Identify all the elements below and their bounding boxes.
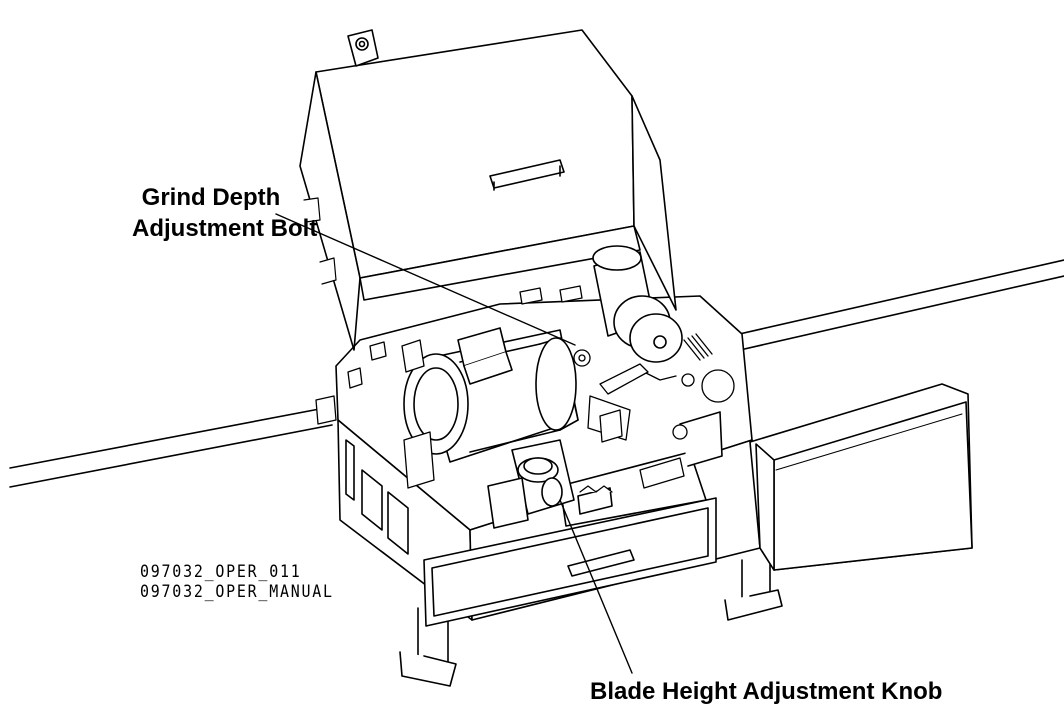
drawing-ref-line2: 097032_OPER_MANUAL bbox=[140, 582, 334, 602]
grind-depth-label-line1: Grind Depth bbox=[141, 184, 281, 211]
side-box bbox=[749, 383, 973, 571]
grinding-head bbox=[487, 439, 613, 529]
motor bbox=[403, 327, 579, 463]
drawing-reference: 097032_OPER_011 097032_OPER_MANUAL bbox=[140, 562, 334, 602]
shaft bbox=[9, 259, 1064, 488]
grind-depth-leader bbox=[275, 213, 576, 346]
drawing-ref-line1: 097032_OPER_011 bbox=[140, 562, 302, 582]
blade-height-callout: Blade Height Adjustment Knob bbox=[590, 678, 943, 705]
grind-depth-label-line2: Adjustment Bolt bbox=[132, 215, 318, 242]
leader-lines bbox=[275, 213, 633, 674]
deck-details bbox=[315, 285, 688, 489]
blade-height-leader bbox=[559, 499, 633, 674]
secondary-motor bbox=[592, 245, 683, 363]
grind-depth-callout: Grind Depth Adjustment Bolt bbox=[132, 182, 318, 244]
